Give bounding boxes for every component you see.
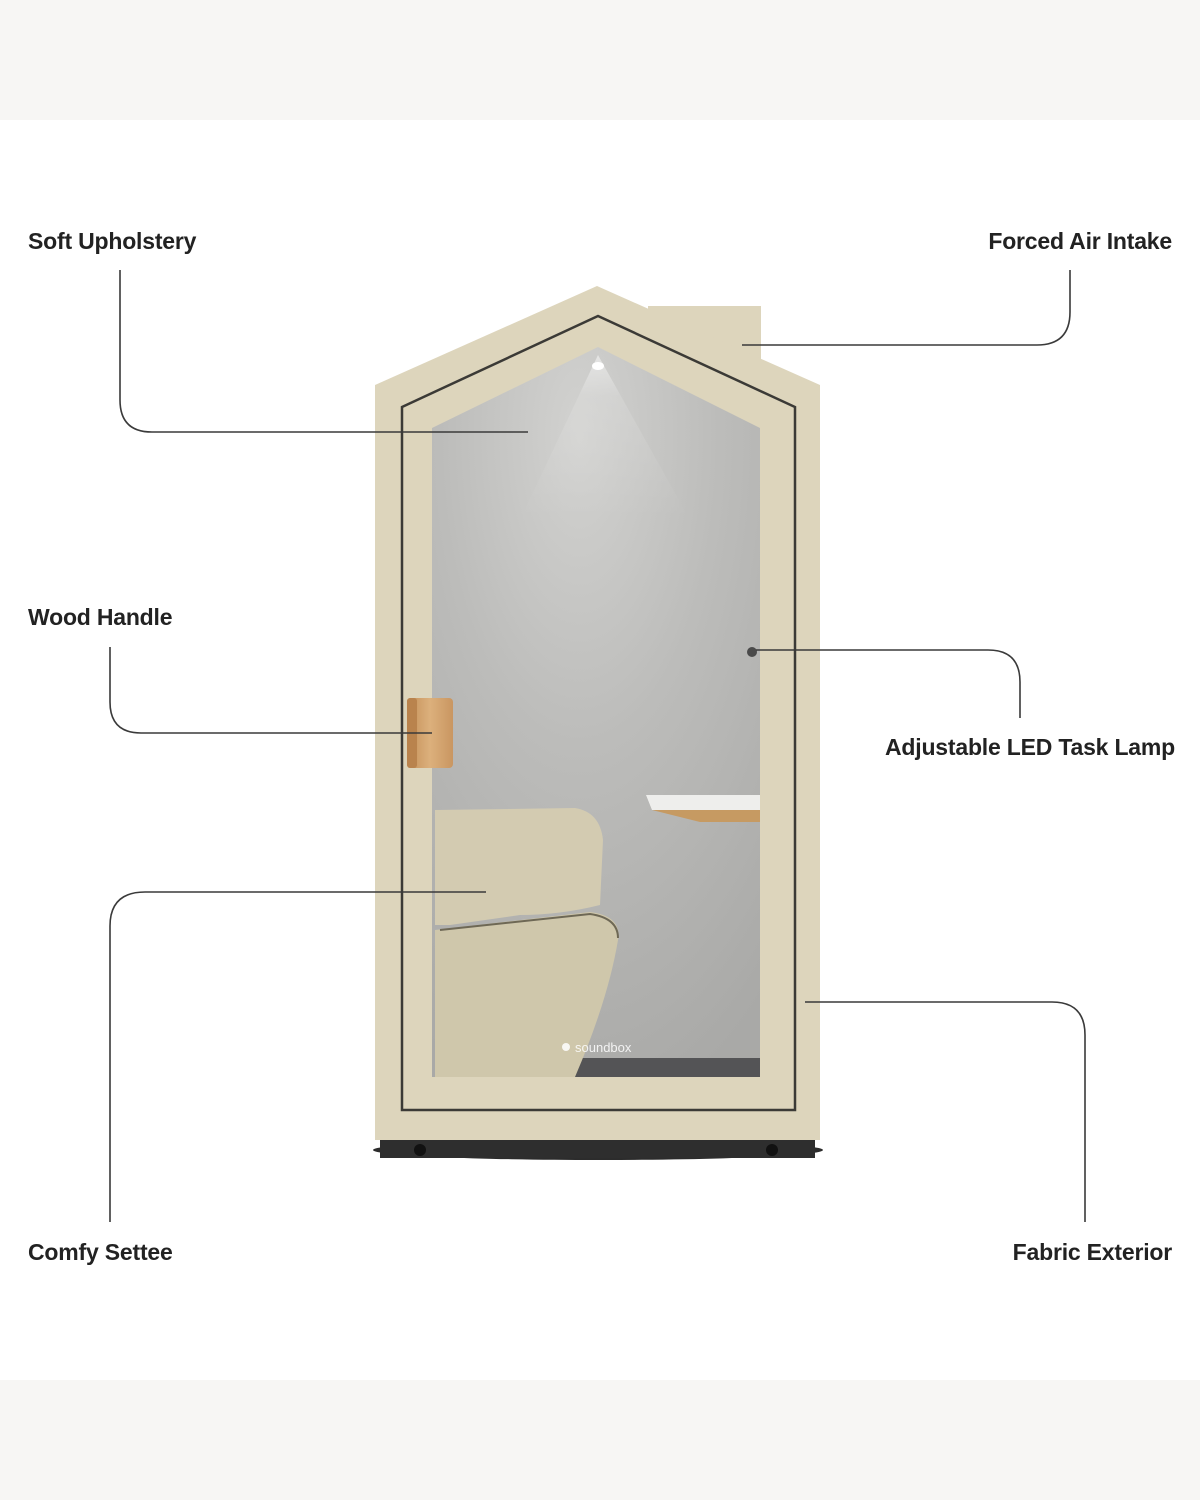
caster-right — [766, 1144, 778, 1156]
base-plinth — [380, 1138, 815, 1158]
label-fabric-exterior: Fabric Exterior — [1012, 1239, 1173, 1265]
label-forced-air-intake: Forced Air Intake — [988, 228, 1172, 254]
interior-floor — [560, 1058, 760, 1077]
brand-logo-icon — [562, 1043, 570, 1051]
desk-shelf-edge — [652, 810, 760, 822]
leader-comfy-settee — [109, 891, 486, 1222]
desk-shelf — [646, 795, 760, 810]
settee-seat — [435, 912, 619, 1077]
led-task-lamp-icon — [747, 647, 757, 657]
label-comfy-settee: Comfy Settee — [28, 1239, 173, 1265]
ceiling-light-icon — [592, 362, 604, 370]
settee-backrest — [435, 808, 603, 925]
ceiling-light-beam — [520, 355, 690, 520]
leader-fabric-exterior — [805, 1001, 1086, 1222]
top-band — [0, 0, 1200, 120]
bottom-band — [0, 1380, 1200, 1500]
brand-mark: soundbox — [575, 1040, 632, 1055]
leader-forced-air-intake — [742, 270, 1071, 346]
settee-seam — [439, 912, 619, 939]
label-soft-upholstery: Soft Upholstery — [28, 228, 197, 254]
leader-soft-upholstery — [119, 270, 528, 433]
label-led-task-lamp: Adjustable LED Task Lamp — [885, 734, 1175, 760]
leader-led-task-lamp — [756, 649, 1021, 718]
leader-wood-handle — [109, 647, 432, 734]
door-outline — [400, 314, 797, 1112]
label-wood-handle: Wood Handle — [28, 604, 173, 630]
caster-left — [414, 1144, 426, 1156]
leader-lines — [109, 270, 1086, 1222]
